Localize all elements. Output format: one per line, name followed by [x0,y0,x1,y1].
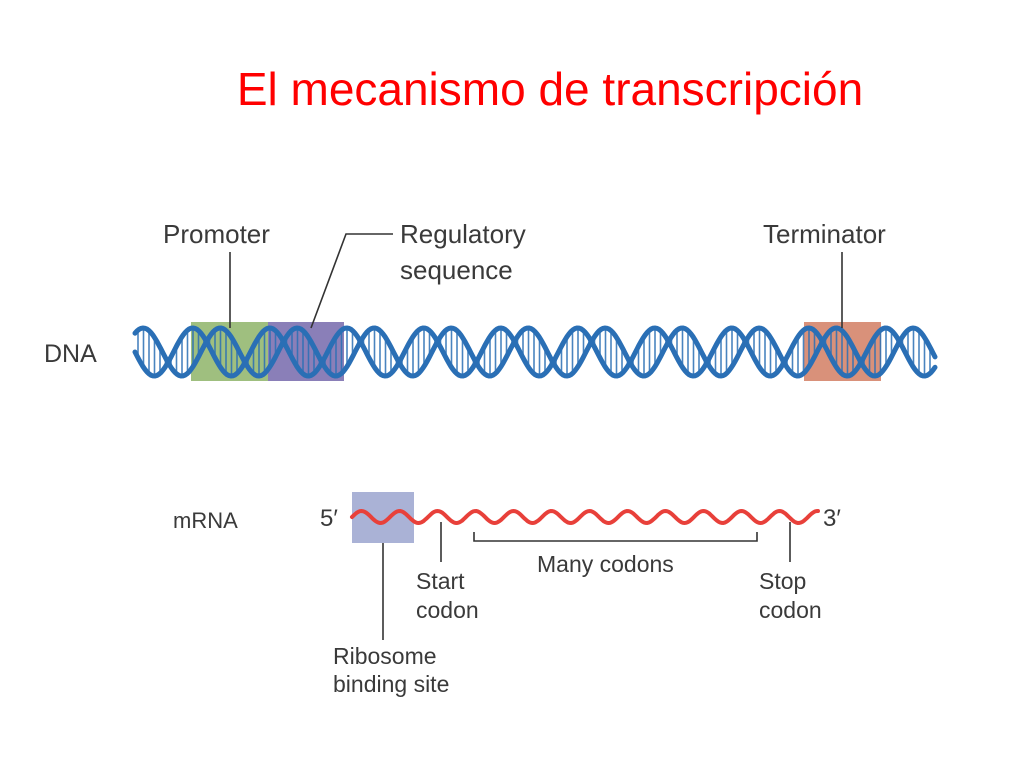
regulatory-label-line-1: Regulatory [400,219,526,249]
many-codons-label: Many codons [537,551,674,577]
mrna-strand [350,508,820,526]
regulatory-pointer-line [310,233,393,329]
ribosome-binding-site-box [352,492,414,543]
stop-codon-label-line-2: codon [759,597,822,623]
five-prime-label: 5′ [320,505,338,532]
many-codons-bracket [473,532,758,542]
dna-strand-b [132,325,938,379]
stop-codon-label-line-1: Stop [759,568,806,594]
regulatory-label-line-2: sequence [400,255,513,285]
promoter-label: Promoter [163,219,270,249]
three-prime-label: 3′ [823,505,841,532]
dna-label: DNA [44,340,97,368]
start-codon-label-line-2: codon [416,597,479,623]
ribosome-site-label-line-2: binding site [333,671,449,697]
terminator-label: Terminator [763,219,886,249]
dna-strand-a [132,325,938,379]
ribosome-site-label-line-1: Ribosome [333,643,437,669]
page-title: El mecanismo de transcripción [236,63,864,115]
dna-helix [132,325,938,379]
mrna-label: mRNA [173,508,238,533]
start-codon-label-line-1: Start [416,568,465,594]
